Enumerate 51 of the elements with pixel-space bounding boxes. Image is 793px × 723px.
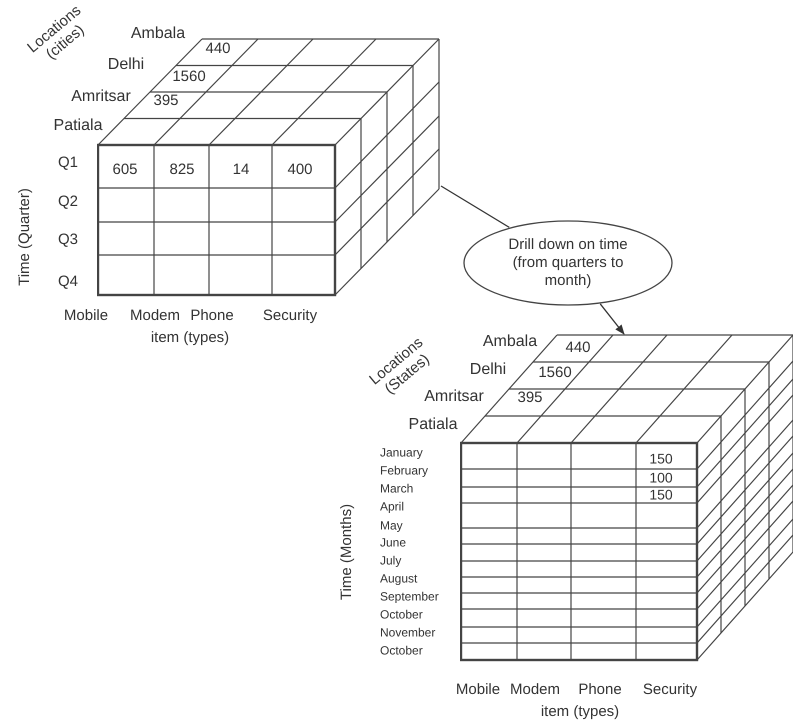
month-label: February xyxy=(380,464,428,478)
cell-value: 605 xyxy=(112,162,138,178)
month-label: November xyxy=(380,626,436,640)
month-label: August xyxy=(380,572,418,586)
arrow xyxy=(600,304,625,335)
cell-value: 440 xyxy=(565,340,591,356)
cell-value: 395 xyxy=(517,390,543,406)
month-label: May xyxy=(380,519,403,533)
axis-label: Modem xyxy=(510,682,560,698)
cell-value: 400 xyxy=(287,162,313,178)
axis-title: Time (Months) xyxy=(338,502,356,602)
axis-label: Modem xyxy=(130,308,180,324)
axis-label: Security xyxy=(262,308,318,324)
month-label: October xyxy=(380,644,423,658)
axis-label: Q2 xyxy=(58,194,78,210)
connector-line xyxy=(440,185,510,228)
axis-label: Ambala xyxy=(130,25,186,43)
month-label: July xyxy=(380,554,402,568)
axis-label: Ambala xyxy=(482,333,538,351)
axis-label: Mobile xyxy=(64,308,108,324)
axis-title: item (types) xyxy=(150,330,230,346)
axis-label: Mobile xyxy=(456,682,500,698)
node-text: Drill down on time (from quarters to month) xyxy=(507,236,629,290)
axis-label: Delhi xyxy=(470,361,506,379)
cell-value: 395 xyxy=(153,92,179,110)
month-label: April xyxy=(380,500,404,514)
cell-value: 14 xyxy=(232,162,250,178)
cell-value: 150 xyxy=(649,451,673,467)
month-label: March xyxy=(380,482,414,496)
month-label: June xyxy=(380,536,406,550)
cell-value: 440 xyxy=(205,40,231,58)
month-label: September xyxy=(380,590,439,604)
cell-value: 150 xyxy=(649,487,673,503)
month-label: October xyxy=(380,608,423,622)
cell-value: 1560 xyxy=(538,364,572,382)
axis-title: Time (Quarter) xyxy=(16,187,34,287)
axis-label: Q4 xyxy=(58,274,78,290)
axis-label: Phone xyxy=(578,682,622,698)
cell-value: 825 xyxy=(169,162,195,178)
axis-label: Phone xyxy=(190,308,234,324)
month-label: January xyxy=(380,446,423,460)
axis-title: item (types) xyxy=(540,704,620,720)
cell-value: 1560 xyxy=(172,68,206,86)
axis-label: Q1 xyxy=(58,154,78,172)
axis-label: Q3 xyxy=(58,232,78,248)
axis-label: Security xyxy=(642,682,698,698)
axis-label: Patiala xyxy=(54,117,102,135)
cell-value: 100 xyxy=(649,470,673,486)
axis-label: Patiala xyxy=(408,416,458,434)
axis-label: Amritsar xyxy=(71,88,131,106)
axis-label: Delhi xyxy=(108,56,144,74)
